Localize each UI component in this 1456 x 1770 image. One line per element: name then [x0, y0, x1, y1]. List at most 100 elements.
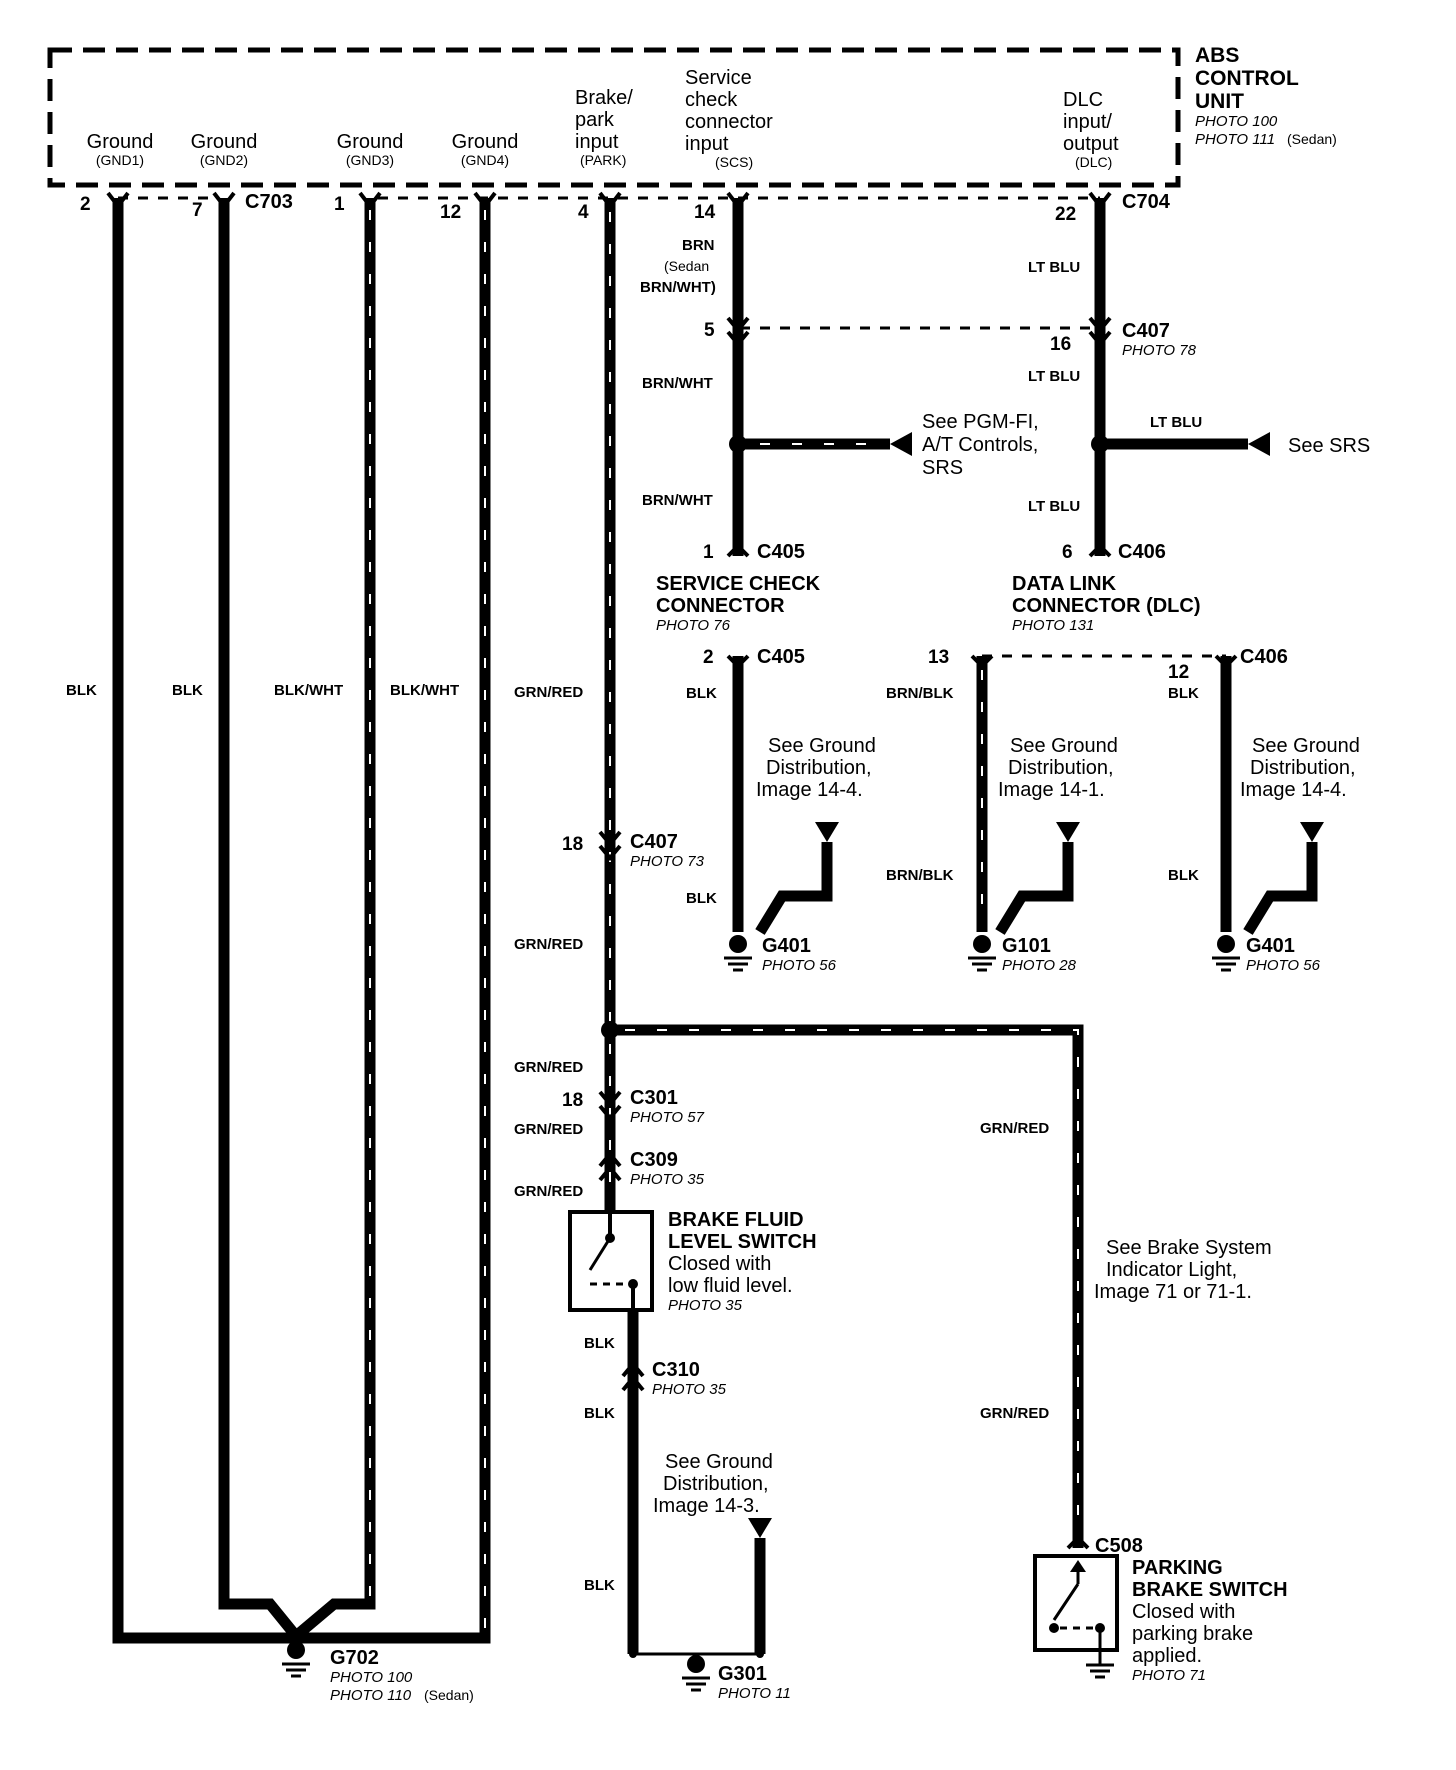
abs-control-unit-box — [47, 47, 1181, 188]
pin-scs-label-4: input — [685, 133, 729, 155]
wire-label-park-3: GRN/RED — [514, 1059, 583, 1076]
component-parking-2: BRAKE SWITCH — [1132, 1579, 1288, 1601]
wire-label-brake-blk-2: BLK — [584, 1405, 615, 1422]
ground-parking-switch-icon — [1086, 1650, 1114, 1679]
pin-park-label-1: Brake/ — [575, 87, 633, 109]
component-parking-desc-2: parking brake — [1132, 1623, 1253, 1645]
wire-g401-left — [755, 842, 833, 935]
wire-label-parking-2: GRN/RED — [980, 1405, 1049, 1422]
component-brake-fluid-desc-2: low fluid level. — [668, 1275, 793, 1297]
photo-service-check: PHOTO 76 — [656, 617, 731, 634]
wire-gnd1 — [112, 198, 296, 1644]
terminal-dlc: 22 — [1055, 204, 1076, 225]
photo-g401-left: PHOTO 56 — [762, 957, 837, 974]
pin-gnd3-label: Ground — [337, 131, 404, 153]
photo-dlc: PHOTO 131 — [1012, 617, 1094, 634]
ref-ground-14-4-b-1: See Ground — [1252, 735, 1360, 757]
component-dlc-2: CONNECTOR (DLC) — [1012, 595, 1201, 617]
pin-gnd4-code: (GND4) — [461, 152, 509, 168]
photo-g401-right: PHOTO 56 — [1246, 957, 1321, 974]
wire-gnd4 — [296, 198, 491, 1644]
abs-control-unit-photo-1: PHOTO 100 — [1195, 113, 1278, 130]
arrow-g401-left-icon — [815, 822, 839, 842]
ground-g401-right-name: G401 — [1246, 935, 1295, 957]
ground-g401-right-icon — [1212, 935, 1240, 972]
ref-ground-14-3-1: See Ground — [665, 1451, 773, 1473]
wire-label-scs-brn: BRN — [682, 237, 715, 254]
abs-control-unit-title-1: ABS — [1195, 44, 1239, 67]
terminal-c406-top: 6 — [1062, 542, 1073, 563]
ref-ground-14-1-2: Distribution, — [1008, 757, 1114, 779]
wire-label-park-2: GRN/RED — [514, 936, 583, 953]
wire-parking-branch-stripe — [625, 1029, 1079, 1540]
photo-c309: PHOTO 35 — [630, 1171, 705, 1188]
component-parking-desc-3: applied. — [1132, 1645, 1202, 1667]
arrow-g401-right-icon — [1300, 822, 1324, 842]
wire-label-scs-brnwht-paren: BRN/WHT) — [640, 279, 716, 296]
pin-gnd2-label: Ground — [191, 131, 258, 153]
ground-g401-left-name: G401 — [762, 935, 811, 957]
terminal-gnd2: 7 — [192, 200, 203, 221]
photo-g101: PHOTO 28 — [1002, 957, 1077, 974]
photo-g702-b: PHOTO 110 — [330, 1687, 412, 1704]
terminal-gnd4: 12 — [440, 202, 461, 223]
connector-c405-top: C405 — [757, 541, 805, 563]
wire-label-c406-blk-2: BLK — [1168, 867, 1199, 884]
pin-scs-label-2: check — [685, 89, 738, 111]
terminal-c407-park: 18 — [562, 834, 583, 855]
pin-dlc-label-1: DLC — [1063, 89, 1103, 111]
abs-control-unit-photo-2: PHOTO 111 — [1195, 131, 1275, 148]
terminal-c407-dlc: 16 — [1050, 334, 1071, 355]
wire-label-c406-blk-1: BLK — [1168, 685, 1199, 702]
photo-c310: PHOTO 35 — [652, 1381, 727, 1398]
wire-label-gnd4: BLK/WHT — [390, 682, 459, 699]
ref-srs: See SRS — [1288, 435, 1370, 457]
ground-g301-icon — [629, 1650, 764, 1692]
ref-ground-14-1-3: Image 14-1. — [998, 779, 1105, 801]
ref-ground-14-3-2: Distribution, — [663, 1473, 769, 1495]
wire-label-srs: LT BLU — [1150, 414, 1202, 431]
wire-label-scs-sedan: (Sedan — [664, 258, 709, 274]
wire-label-park-4: GRN/RED — [514, 1121, 583, 1138]
splice-srs — [1091, 435, 1109, 453]
terminal-c405-top: 1 — [703, 542, 714, 563]
connector-c301: C301 — [630, 1087, 678, 1109]
wire-gnd2 — [218, 198, 301, 1640]
connector-c406-top: C406 — [1118, 541, 1166, 563]
ref-ground-14-3-3: Image 14-3. — [653, 1495, 760, 1517]
pin-dlc-label-3: output — [1063, 133, 1119, 155]
terminal-gnd1: 2 — [80, 194, 91, 215]
splice-pgm — [729, 435, 747, 453]
component-service-check-2: CONNECTOR — [656, 595, 785, 617]
pin-gnd3-code: (GND3) — [346, 152, 394, 168]
ref-ground-14-4-a-3: Image 14-4. — [756, 779, 863, 801]
abs-control-unit-photo-2-suffix: (Sedan) — [1287, 131, 1337, 147]
arrow-srs-icon — [1248, 432, 1270, 456]
wire-label-park-5: GRN/RED — [514, 1183, 583, 1200]
wire-gnd3 — [292, 198, 376, 1641]
parking-brake-switch — [1033, 1554, 1119, 1652]
connector-c407-top: C407 — [1122, 320, 1170, 342]
wire-label-dlc-2: LT BLU — [1028, 368, 1080, 385]
connector-c508: C508 — [1095, 1535, 1143, 1557]
pin-gnd2-code: (GND2) — [200, 152, 248, 168]
pin-gnd4-label: Ground — [452, 131, 519, 153]
wire-label-c405-blk-2: BLK — [686, 890, 717, 907]
wire-label-gnd1: BLK — [66, 682, 97, 699]
wire-label-c406-brnblk-1: BRN/BLK — [886, 685, 954, 702]
ref-ground-14-4-a-2: Distribution, — [766, 757, 872, 779]
ground-g101-name: G101 — [1002, 935, 1051, 957]
terminal-c301: 18 — [562, 1090, 583, 1111]
component-parking-1: PARKING — [1132, 1557, 1223, 1579]
pin-gnd1-label: Ground — [87, 131, 154, 153]
wire-label-scs-brnwht-2: BRN/WHT — [642, 492, 713, 509]
connector-c406-bot: C406 — [1240, 646, 1288, 668]
pin-scs-code: (SCS) — [715, 154, 753, 170]
arrow-pgm-icon — [890, 432, 912, 456]
photo-g301: PHOTO 11 — [718, 1685, 791, 1702]
ground-g702-name: G702 — [330, 1647, 379, 1669]
component-parking-desc-1: Closed with — [1132, 1601, 1235, 1623]
brake-fluid-level-switch — [568, 1210, 654, 1312]
wire-label-gnd3: BLK/WHT — [274, 682, 343, 699]
